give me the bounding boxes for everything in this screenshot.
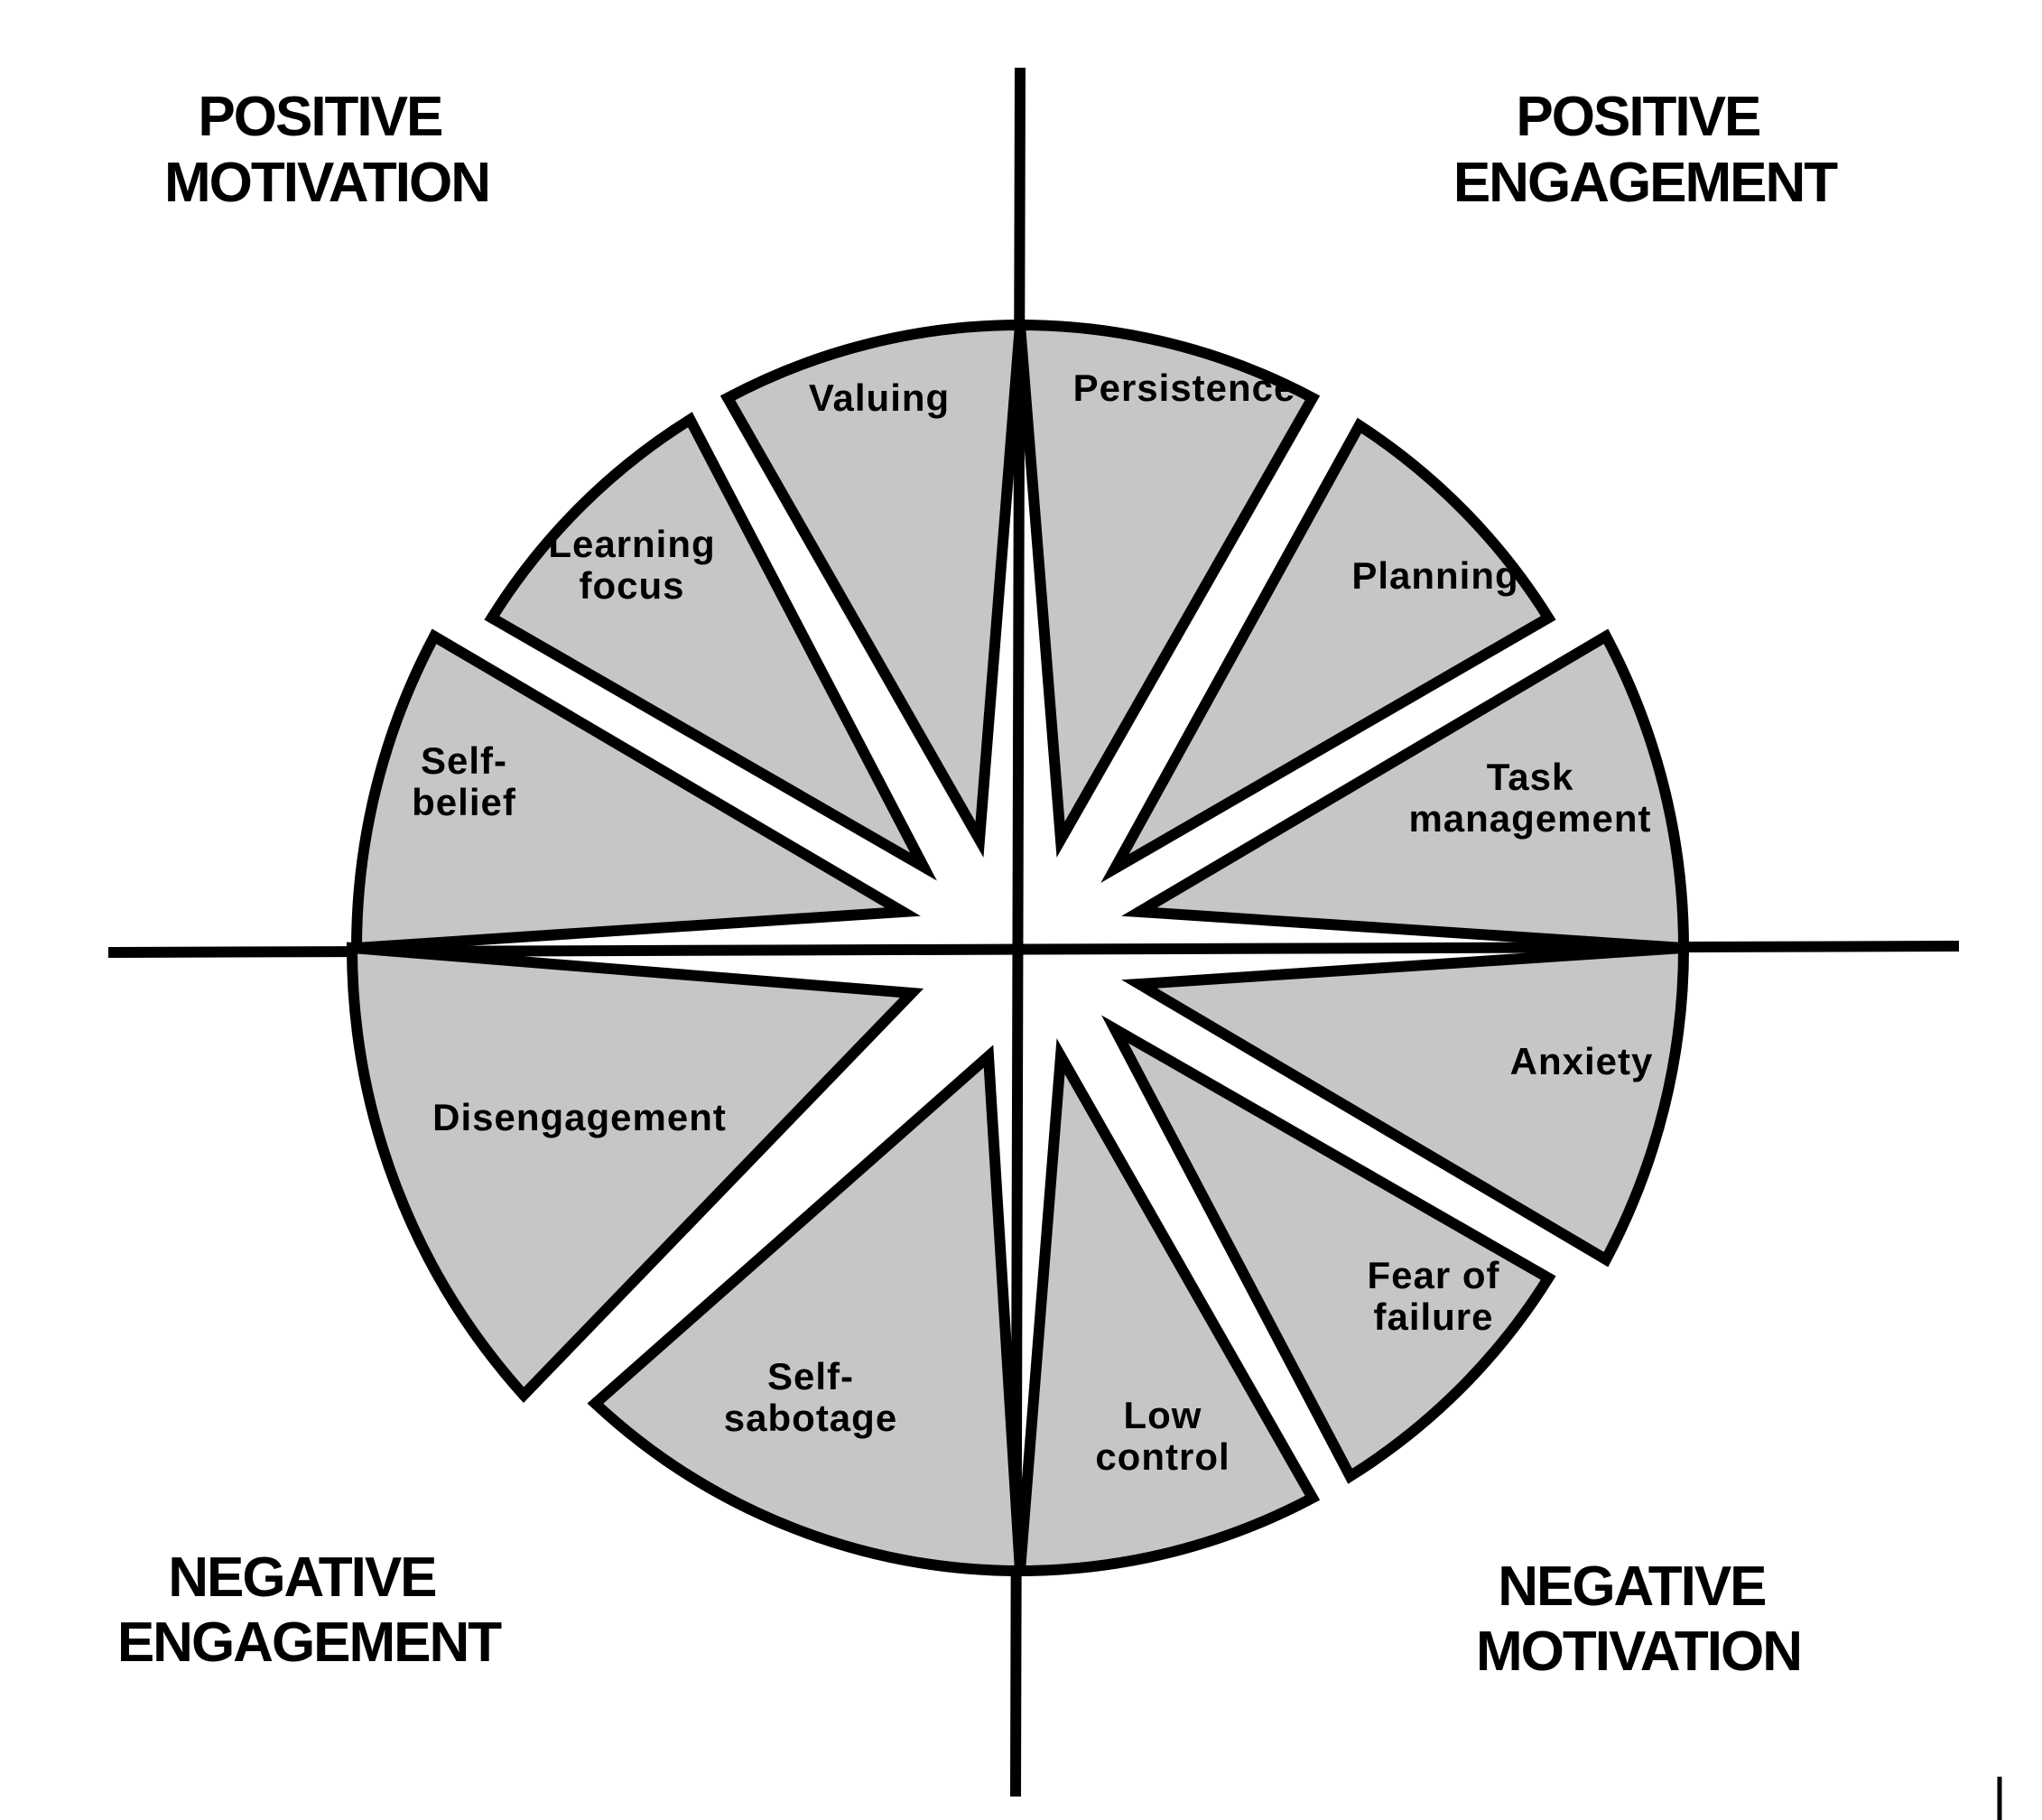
segment-task-management (1121, 628, 1690, 954)
segment-label-line: belief (412, 781, 516, 823)
quadrant-title-line: MOTIVATION (1476, 1620, 1801, 1683)
segment-label-line: Learning (548, 523, 715, 565)
segment-label-line: failure (1373, 1295, 1493, 1338)
segment-label-self-belief: Self-belief (412, 739, 516, 823)
segment-label-line: Task (1487, 756, 1574, 798)
segment-label-line: Disengagement (432, 1096, 727, 1138)
segment-label-disengagement: Disengagement (432, 1096, 727, 1138)
segment-low-control (1014, 1038, 1321, 1577)
segment-fear-of-failure (1101, 1015, 1556, 1484)
segment-label-line: Anxiety (1510, 1040, 1654, 1082)
quadrant-title-line: ENGAGEMENT (1453, 152, 1838, 214)
segment-persistence (1014, 319, 1321, 858)
quadrant-title-negative-engagement: NEGATIVE ENGAGEMENT (117, 1546, 502, 1674)
segment-label-planning: Planning (1351, 554, 1518, 597)
segment-planning (1100, 417, 1556, 883)
segment-self-belief (350, 628, 921, 954)
quadrant-title-line: NEGATIVE (1498, 1555, 1765, 1618)
quadrant-title-negative-motivation: NEGATIVE MOTIVATION (1476, 1555, 1801, 1683)
segment-label-line: Low (1124, 1394, 1202, 1436)
segment-label-line: management (1408, 797, 1651, 840)
segment-self-sabotage (587, 1045, 1026, 1577)
segment-label-line: focus (579, 564, 684, 607)
quadrant-title-line: POSITIVE (198, 86, 441, 148)
segment-label-line: sabotage (724, 1397, 897, 1439)
quadrant-title-positive-motivation: POSITIVE MOTIVATION (164, 86, 489, 214)
quadrant-title-positive-engagement: POSITIVE ENGAGEMENT (1453, 86, 1838, 214)
segment-label-line: Self- (767, 1355, 854, 1398)
segment-label-valuing: Valuing (809, 376, 950, 419)
segment-label-line: Planning (1351, 554, 1518, 597)
quadrant-title-line: ENGAGEMENT (117, 1611, 502, 1674)
segment-valuing (719, 319, 1026, 858)
segment-label-line: Self- (421, 739, 507, 782)
segment-learning-focus (484, 412, 937, 881)
segment-label-anxiety: Anxiety (1510, 1040, 1654, 1082)
quadrant-title-line: MOTIVATION (164, 152, 489, 214)
segment-label-persistence: Persistence (1073, 367, 1296, 409)
segment-label-line: Persistence (1073, 367, 1296, 409)
segment-label-line: Valuing (809, 376, 950, 419)
quadrant-title-line: NEGATIVE (168, 1546, 435, 1609)
segment-disengagement (346, 942, 924, 1403)
segment-anxiety (1121, 942, 1690, 1268)
quadrant-title-line: POSITIVE (1516, 86, 1759, 148)
segment-label-line: Fear of (1367, 1254, 1499, 1296)
segment-label-self-sabotage: Self-sabotage (724, 1355, 897, 1439)
segment-label-line: control (1095, 1435, 1230, 1478)
